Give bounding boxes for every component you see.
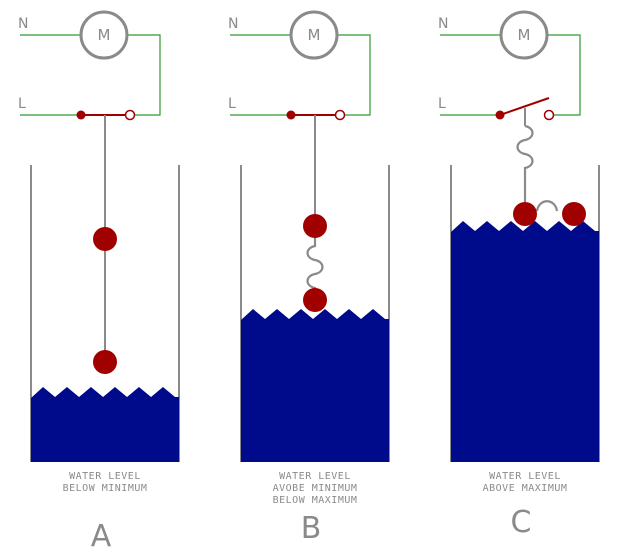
- panel-b-max-float: [303, 214, 327, 238]
- panel-a-switch-terminal: [124, 109, 136, 121]
- panel-c-min-float: [513, 202, 537, 226]
- panel-a-motor-label: M: [98, 26, 111, 44]
- panel-c-water: [451, 221, 599, 462]
- panel-a-caption-line-2: BELOW MINIMUM: [63, 483, 148, 494]
- panel-c-live-label: L: [438, 96, 446, 112]
- panel-c-switch-pivot: [495, 110, 505, 120]
- panel-b-letter: B: [301, 511, 322, 546]
- panel-c-switch-contact-open: [499, 97, 550, 116]
- panel-a-live-label: L: [18, 96, 26, 112]
- panel-c-lower-spring: [535, 200, 559, 212]
- panel-b-switch-pivot: [286, 110, 296, 120]
- panel-a-water: [31, 387, 179, 462]
- panel-a: N L M WATER LEVEL BELOW MINIMUM A: [18, 10, 180, 554]
- panel-a-return-wire: [128, 34, 161, 116]
- panel-c-max-float: [562, 202, 586, 226]
- panel-a-caption-line-1: WATER LEVEL: [69, 471, 141, 482]
- panel-b-return-wire: [338, 34, 371, 116]
- panel-b-caption-line-2: AVOBE MINIMUM: [273, 483, 358, 494]
- panel-c-switch-terminal: [543, 109, 555, 121]
- panel-a-circuit: N L M: [18, 10, 161, 121]
- panel-b-circuit: N L M: [228, 10, 371, 121]
- panel-c-motor-label: M: [518, 26, 531, 44]
- panel-b-motor-icon: [289, 10, 339, 60]
- panel-a-motor-icon: [79, 10, 129, 60]
- panel-b-spring: [306, 238, 324, 300]
- panel-c-upper-spring: [516, 124, 534, 202]
- panel-b-live-label: L: [228, 96, 236, 112]
- panel-c-letter: C: [511, 505, 532, 540]
- panel-c-caption-line-2: ABOVE MAXIMUM: [483, 483, 568, 494]
- panel-c: N L M WATER LEVEL ABOVE MAXIMUM C: [438, 10, 600, 540]
- panel-a-switch-pivot: [76, 110, 86, 120]
- panel-a-min-float: [93, 350, 117, 374]
- panel-b-neutral-label: N: [228, 16, 238, 32]
- panel-b-water: [241, 309, 389, 462]
- panel-a-letter: A: [91, 519, 112, 554]
- panel-c-caption-line-1: WATER LEVEL: [489, 471, 561, 482]
- panel-b: N L M WATER LEVEL AVOBE MINIMUM BELOW MA…: [228, 10, 390, 546]
- panel-c-neutral-label: N: [438, 16, 448, 32]
- panel-b-min-float: [303, 288, 327, 312]
- panel-c-motor-icon: [499, 10, 549, 60]
- panel-b-motor-label: M: [308, 26, 321, 44]
- panel-b-switch-terminal: [334, 109, 346, 121]
- panel-b-caption-line-3: BELOW MAXIMUM: [273, 495, 358, 506]
- panel-a-neutral-label: N: [18, 16, 28, 32]
- panel-b-caption-line-1: WATER LEVEL: [279, 471, 351, 482]
- panel-a-max-float: [93, 227, 117, 251]
- panel-c-return-wire: [548, 34, 581, 116]
- panel-c-circuit: N L M: [438, 10, 581, 121]
